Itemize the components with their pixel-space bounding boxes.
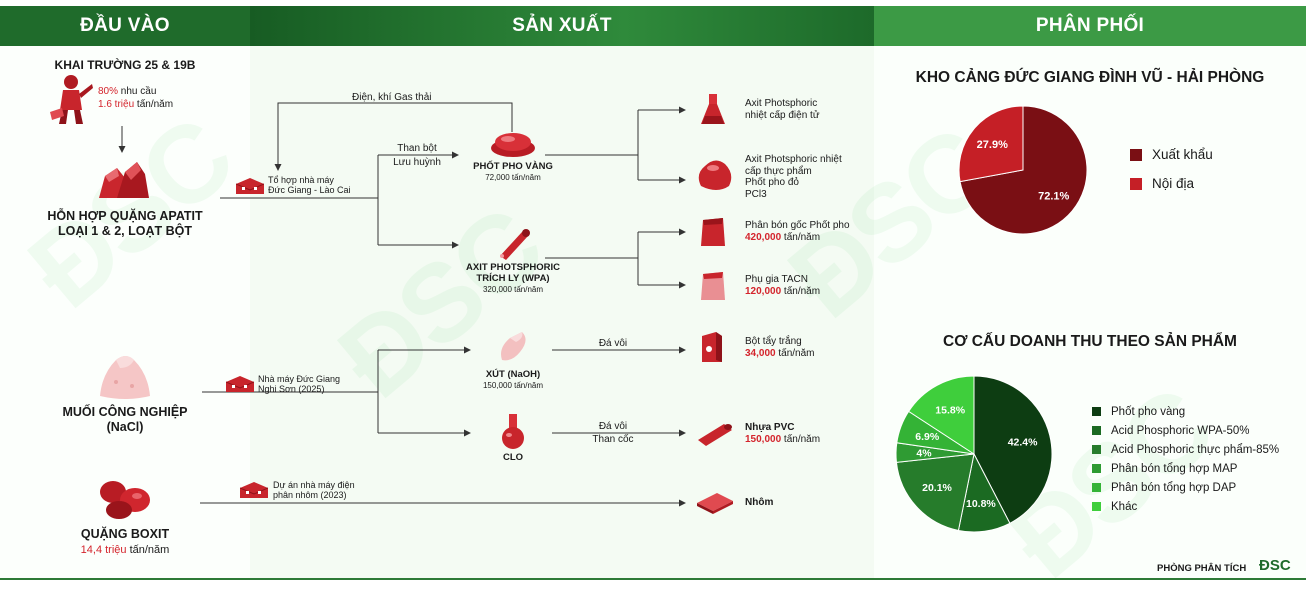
red-phosphorus-icon: [698, 160, 732, 190]
legend-item: Xuất khẩu: [1130, 140, 1213, 169]
naoh-name: XÚT (NaOH): [485, 369, 541, 380]
mine-title: KHAI TRƯỜNG 25 & 19B: [54, 58, 196, 72]
factory-icon: [236, 178, 264, 194]
gas-label: Điện, khí Gas thải: [352, 92, 432, 103]
mine-demand: 80% nhu cầu: [98, 86, 157, 97]
pie-data-label: 42.4%: [1008, 437, 1038, 449]
revenue-pie-chart: 42.4% 10.8% 20.1% 4% 6.9% 15.8%: [895, 375, 1053, 533]
legend-swatch: [1092, 483, 1101, 492]
legend-swatch: [1130, 148, 1142, 161]
salt-icon: [100, 356, 150, 399]
pie-slice: [895, 453, 975, 532]
miner-icon: [50, 75, 93, 124]
legend-swatch: [1130, 177, 1142, 190]
header-input: ĐẦU VÀO: [0, 6, 250, 46]
legend-label: Khác: [1111, 500, 1138, 513]
pie-slice: [973, 375, 1053, 524]
apatite-ore-icon: [99, 162, 149, 198]
aluminum-plant-label: Dự án nhà máy điện phân nhôm (2023): [273, 480, 355, 500]
bauxite-icon: [100, 481, 150, 519]
legend-swatch: [1092, 445, 1101, 454]
wpa-name: AXIT PHOTSPHORIC TRÍCH LY (WPA): [466, 262, 560, 284]
legend-label: Phốt pho vàng: [1111, 405, 1186, 418]
brand-logo: ĐSC: [1259, 557, 1291, 574]
factory-icon: [240, 482, 268, 498]
legend-item: Nội địa: [1130, 169, 1213, 198]
pvc-pipe-icon: [698, 424, 732, 446]
legend-item: Phân bón tổng hợp DAP: [1092, 478, 1279, 497]
pie-slice: [907, 375, 975, 455]
naoh-icon: [501, 332, 526, 361]
production-column-bg: [250, 46, 874, 578]
bauxite-title: QUẶNG BOXIT: [80, 527, 170, 541]
header-production: SẢN XUẤT: [250, 6, 874, 46]
yellow-phosphorus-cap: 72,000 tấn/năm: [485, 173, 541, 182]
output-fertilizer: Phân bón gốc Phốt pho 420,000 tấn/năm: [745, 220, 850, 243]
limestone-label: Đá vôi: [598, 338, 628, 349]
bauxite-output: 14,4 triệu tấn/năm: [80, 544, 170, 556]
bleach-box-icon: [702, 332, 722, 362]
coal-label: Than bột: [397, 143, 437, 154]
limestone-label: Đá vôi: [598, 421, 628, 432]
coke-label: Than cốc: [592, 434, 634, 445]
aluminum-sheet-icon: [697, 493, 733, 514]
acid-tube-icon: [500, 229, 530, 260]
pie-data-label: 4%: [916, 448, 932, 460]
legend-swatch: [1092, 464, 1101, 473]
legend-label: Phân bón tổng hợp MAP: [1111, 462, 1238, 475]
factory-icon: [226, 376, 254, 392]
apatite-title: HỖN HỢP QUẶNG APATIT LOẠI 1 & 2, LOẠT BỘ…: [47, 209, 203, 238]
yellow-phosphorus-icon: [491, 133, 535, 157]
pie-data-label: 6.9%: [915, 431, 940, 443]
legend-item: Acid Phosphoric thực phẩm-85%: [1092, 440, 1279, 459]
pie-data-label: 20.1%: [922, 482, 952, 494]
wpa-cap: 320,000 tấn/năm: [482, 285, 544, 294]
legend-item: Acid Phosphoric WPA-50%: [1092, 421, 1279, 440]
legend-label: Nội địa: [1152, 176, 1195, 191]
revenue-chart-title: CƠ CẤU DOANH THU THEO SẢN PHẨM: [943, 333, 1237, 350]
feed-bag-icon: [701, 272, 725, 300]
legend-item: Khác: [1092, 497, 1279, 516]
legend-item: Phốt pho vàng: [1092, 402, 1279, 421]
fertilizer-bag-icon: [701, 218, 725, 246]
legend-swatch: [1092, 502, 1101, 511]
footer-label: PHÒNG PHÂN TÍCH: [1157, 563, 1247, 574]
flask-icon: [701, 94, 725, 124]
legend-label: Phân bón tổng hợp DAP: [1111, 481, 1237, 494]
legend-swatch: [1092, 407, 1101, 416]
legend-item: Phân bón tổng hợp MAP: [1092, 459, 1279, 478]
output-feed-additive: Phụ gia TACN 120,000 tấn/năm: [745, 274, 821, 297]
complex1-label: Tổ hợp nhà máy Đức Giang - Lào Cai: [268, 175, 351, 195]
legend-swatch: [1092, 426, 1101, 435]
chlorine-flask-icon: [502, 414, 524, 449]
port-chart-title: KHO CẢNG ĐỨC GIANG ĐÌNH VŨ - HẢI PHÒNG: [915, 69, 1265, 86]
output-aluminum: Nhôm: [745, 497, 774, 508]
output-food-acid: Axit Photsphoric nhiệt cấp thực phẩm Phố…: [745, 154, 842, 200]
chlorine-name: CLO: [502, 452, 524, 463]
salt-title: MUỐI CÔNG NGHIỆP (NaCl): [62, 405, 188, 434]
footer-line: [0, 578, 1306, 580]
pie-data-label: 27.9%: [977, 139, 1008, 151]
output-electronic-acid: Axit Photsphoric nhiệt cấp điện tử: [745, 98, 820, 121]
pie-data-label: 15.8%: [935, 405, 965, 417]
port-pie-chart: 72.1% 27.9%: [958, 105, 1088, 235]
legend-label: Acid Phosphoric thực phẩm-85%: [1111, 443, 1280, 456]
output-bleach: Bột tẩy trắng 34,000 tấn/năm: [745, 336, 815, 359]
header-distribution: PHÂN PHỐI: [874, 6, 1306, 46]
naoh-cap: 150,000 tấn/năm: [482, 381, 544, 390]
mine-output: 1.6 triệu tấn/năm: [98, 99, 174, 110]
yellow-phosphorus-name: PHỐT PHO VÀNG: [473, 161, 553, 172]
pie-data-label: 72.1%: [1038, 190, 1069, 202]
legend-label: Xuất khẩu: [1152, 147, 1213, 162]
pie-slice: [958, 105, 1024, 183]
pie-data-label: 10.8%: [966, 498, 996, 510]
complex2-label: Nhà máy Đức Giang Nghi Sơn (2025): [258, 374, 341, 394]
sulfur-label: Lưu huỳnh: [393, 157, 441, 168]
pie-slice: [959, 105, 1088, 235]
output-pvc: Nhựa PVC 150,000 tấn/năm: [745, 422, 821, 445]
legend-label: Acid Phosphoric WPA-50%: [1111, 424, 1250, 437]
